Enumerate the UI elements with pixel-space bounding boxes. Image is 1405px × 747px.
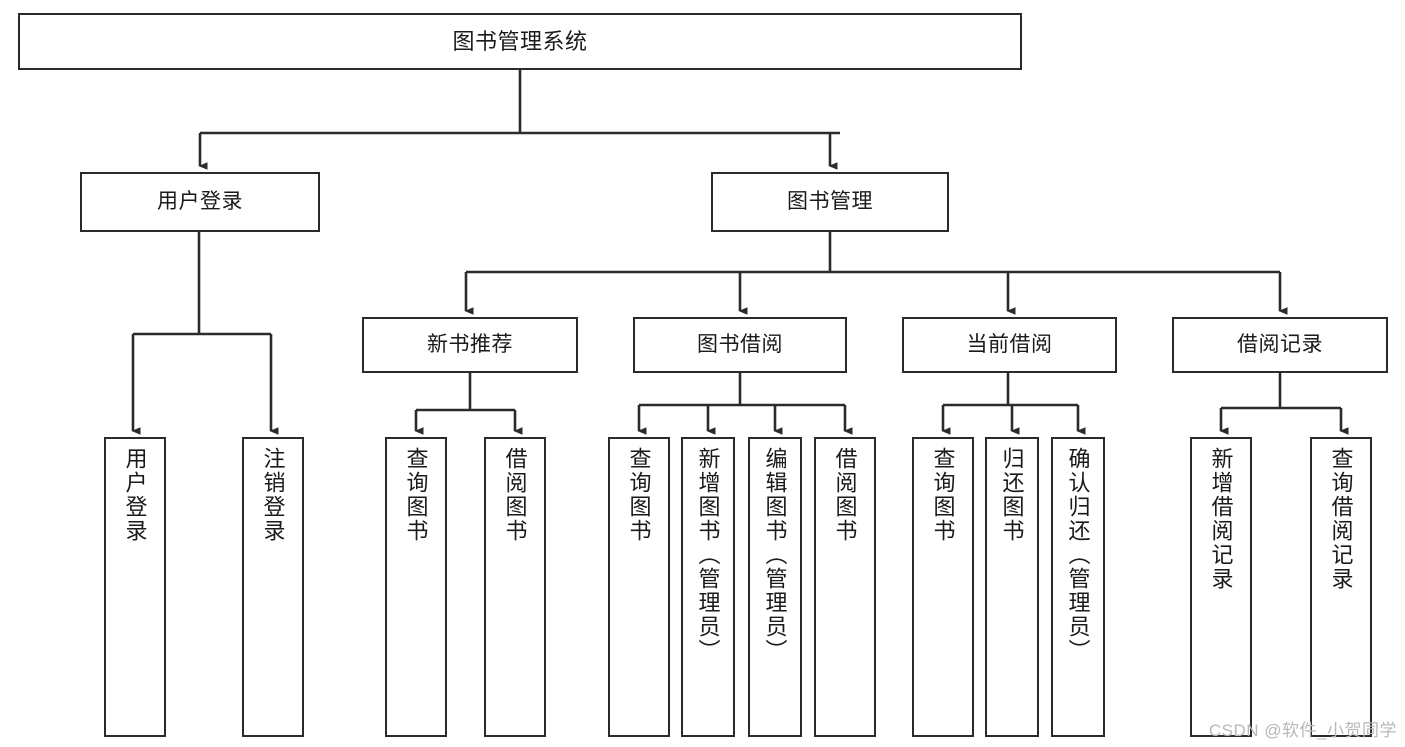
node-current-borrow-label: 当前借阅	[966, 332, 1053, 356]
leaf-add-borrow-record-label: 新增借阅记录	[1208, 447, 1234, 591]
leaf-edit-book-admin[interactable]: 编辑图书（管理员）	[748, 437, 802, 737]
leaf-query-book-recommend[interactable]: 查询图书	[385, 437, 447, 737]
watermark-text: CSDN @软件_小贺同学	[1208, 721, 1397, 740]
node-book-management[interactable]: 图书管理	[711, 172, 949, 232]
leaf-confirm-return-admin-label: 确认归还（管理员）	[1065, 447, 1091, 663]
leaf-add-borrow-record[interactable]: 新增借阅记录	[1190, 437, 1252, 737]
node-user-login[interactable]: 用户登录	[80, 172, 320, 232]
node-new-book-recommend[interactable]: 新书推荐	[362, 317, 578, 373]
leaf-confirm-return-admin[interactable]: 确认归还（管理员）	[1051, 437, 1105, 737]
node-book-borrow[interactable]: 图书借阅	[633, 317, 847, 373]
leaf-query-borrow-record[interactable]: 查询借阅记录	[1310, 437, 1372, 737]
leaf-query-borrow-record-label: 查询借阅记录	[1328, 447, 1354, 591]
leaf-user-login[interactable]: 用户登录	[104, 437, 166, 737]
node-root-label: 图书管理系统	[452, 28, 588, 54]
leaf-borrow-book-recommend[interactable]: 借阅图书	[484, 437, 546, 737]
leaf-user-logout-label: 注销登录	[260, 447, 286, 543]
node-borrow-record[interactable]: 借阅记录	[1172, 317, 1388, 373]
leaf-query-book-borrow-label: 查询图书	[626, 447, 652, 543]
leaf-query-book-borrow[interactable]: 查询图书	[608, 437, 670, 737]
leaf-borrow-book[interactable]: 借阅图书	[814, 437, 876, 737]
node-root[interactable]: 图书管理系统	[18, 13, 1022, 70]
leaf-user-login-label: 用户登录	[122, 447, 148, 543]
node-book-management-label: 图书管理	[787, 189, 873, 213]
node-borrow-record-label: 借阅记录	[1237, 332, 1323, 356]
leaf-add-book-admin[interactable]: 新增图书（管理员）	[681, 437, 735, 737]
leaf-query-book-recommend-label: 查询图书	[403, 447, 429, 543]
leaf-return-book-label: 归还图书	[999, 447, 1025, 543]
leaf-query-book-current[interactable]: 查询图书	[912, 437, 974, 737]
node-book-borrow-label: 图书借阅	[697, 332, 783, 356]
leaf-edit-book-admin-label: 编辑图书（管理员）	[762, 447, 788, 663]
node-user-login-label: 用户登录	[157, 189, 243, 213]
leaf-borrow-book-label: 借阅图书	[832, 447, 858, 543]
leaf-user-logout[interactable]: 注销登录	[242, 437, 304, 737]
node-new-book-recommend-label: 新书推荐	[427, 332, 513, 356]
leaf-return-book[interactable]: 归还图书	[985, 437, 1039, 737]
leaf-borrow-book-recommend-label: 借阅图书	[502, 447, 528, 543]
leaf-add-book-admin-label: 新增图书（管理员）	[695, 447, 721, 663]
node-current-borrow[interactable]: 当前借阅	[902, 317, 1117, 373]
leaf-query-book-current-label: 查询图书	[930, 447, 956, 543]
